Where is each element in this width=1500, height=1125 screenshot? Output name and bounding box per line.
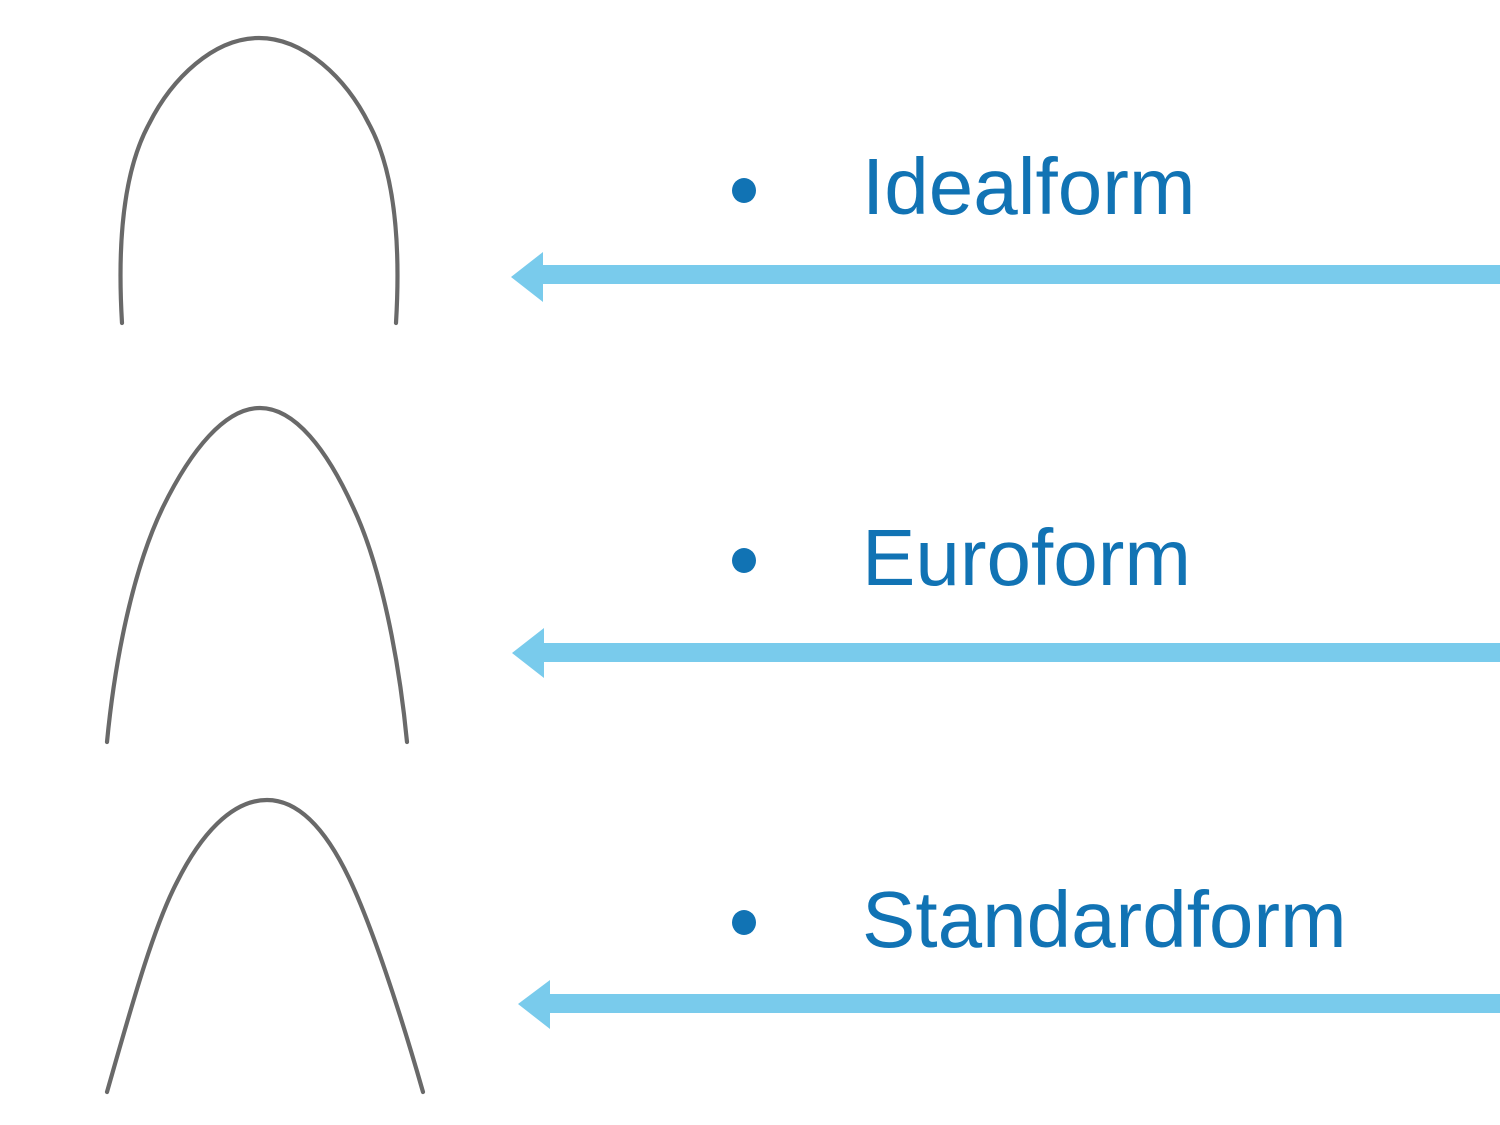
item-label: Euroform: [862, 513, 1191, 602]
item-label: Standardform: [862, 875, 1347, 964]
left-arrow-icon: [511, 252, 1500, 302]
left-arrow-icon: [512, 628, 1500, 678]
bullet-icon: [732, 548, 756, 573]
item-label: Idealform: [862, 142, 1196, 231]
left-arrow-icon: [518, 980, 1500, 1029]
bullet-icon: [732, 910, 756, 935]
idealform-archwire-icon: [118, 35, 400, 326]
euroform-archwire-icon: [104, 405, 410, 745]
bullet-icon: [732, 178, 756, 203]
standardform-archwire-icon: [104, 797, 426, 1095]
